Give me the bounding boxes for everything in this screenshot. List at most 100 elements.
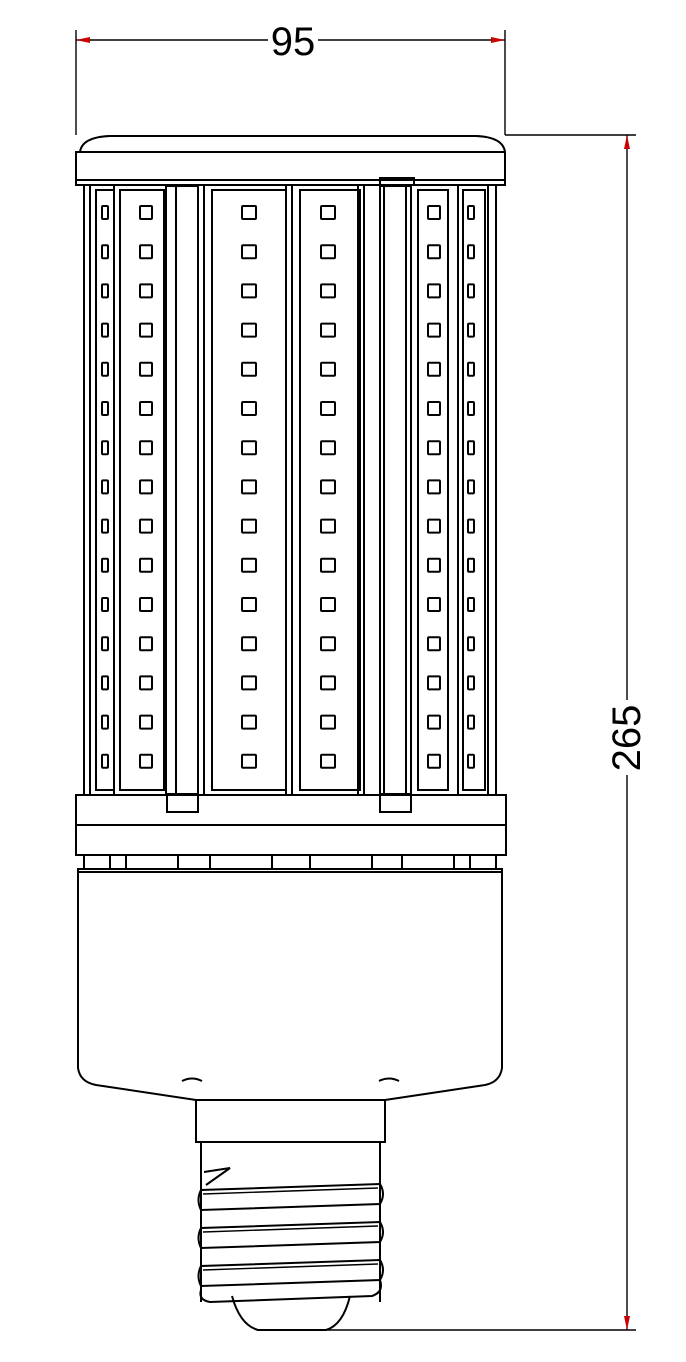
led-chip	[241, 205, 257, 220]
led-chip	[139, 244, 153, 260]
led-chip	[320, 283, 336, 299]
led-chip	[467, 244, 475, 260]
lower-clip-right	[379, 795, 412, 813]
led-chip	[241, 714, 257, 730]
led-strip-3	[211, 189, 287, 791]
led-chip	[241, 518, 257, 534]
led-chip	[139, 714, 153, 730]
led-chip	[139, 205, 153, 220]
driver-housing-outline	[77, 868, 503, 1101]
led-chip	[320, 401, 336, 416]
led-chip	[467, 479, 475, 495]
thread-ridge-2	[197, 1220, 384, 1250]
driver-housing	[77, 868, 503, 1101]
led-chip	[139, 361, 153, 377]
led-chip	[241, 675, 257, 691]
led-body-outline	[83, 184, 497, 796]
base-collar	[75, 794, 507, 870]
thread-ridge-highlight	[202, 1225, 379, 1233]
led-chip	[139, 479, 153, 495]
led-chip	[320, 440, 336, 456]
height-dimension: 265	[258, 134, 649, 1331]
led-chip	[427, 518, 441, 534]
thread-ridge-3	[197, 1258, 384, 1288]
led-chip	[427, 479, 441, 495]
led-chip	[139, 440, 153, 456]
led-chip	[467, 205, 475, 220]
led-chip	[467, 597, 475, 612]
thread-ridge-highlight	[202, 1263, 379, 1271]
screw-base	[195, 1099, 386, 1331]
led-chip	[467, 440, 475, 456]
led-chip	[139, 597, 153, 612]
led-chip	[101, 244, 109, 260]
led-chip	[320, 322, 336, 338]
led-chip	[427, 440, 441, 456]
led-chip	[427, 753, 441, 769]
base-neck	[195, 1099, 386, 1143]
led-chip	[101, 401, 109, 416]
top-cap-outline	[75, 135, 506, 186]
vent-slots	[109, 855, 471, 869]
led-chip	[320, 714, 336, 730]
led-chip	[427, 205, 441, 220]
vent-hole-left	[181, 1077, 203, 1082]
led-chip	[427, 322, 441, 338]
led-chip	[320, 205, 336, 220]
led-chip	[467, 675, 475, 691]
led-strip-6	[462, 189, 486, 791]
led-chip	[427, 244, 441, 260]
led-chip	[320, 675, 336, 691]
led-chip	[241, 557, 257, 573]
led-chip	[139, 636, 153, 652]
led-chip	[427, 636, 441, 652]
led-chip	[101, 557, 109, 573]
led-chip	[139, 283, 153, 299]
led-chip	[427, 283, 441, 299]
screw-threads	[197, 1182, 384, 1304]
width-arrow-left	[76, 37, 90, 43]
led-strip-2	[119, 189, 165, 791]
led-chip	[467, 322, 475, 338]
upper-clip	[379, 177, 415, 185]
led-chip	[241, 283, 257, 299]
vent-hole-right	[378, 1077, 400, 1082]
led-chip	[467, 401, 475, 416]
led-chip	[320, 244, 336, 260]
height-arrow-top	[624, 135, 630, 149]
led-chip	[241, 636, 257, 652]
led-chip	[241, 401, 257, 416]
led-chip	[101, 205, 109, 220]
led-chip	[139, 753, 153, 769]
led-chip	[101, 636, 109, 652]
height-dimension-label: 265	[605, 705, 649, 772]
lower-clip-left	[166, 795, 199, 813]
led-chip	[101, 597, 109, 612]
led-chip	[320, 479, 336, 495]
thread-ridge-highlight	[202, 1187, 379, 1195]
led-chip	[467, 636, 475, 652]
led-chip	[139, 518, 153, 534]
led-chip	[427, 401, 441, 416]
led-chip	[320, 518, 336, 534]
thread-start	[203, 1167, 231, 1186]
led-strip-5	[417, 189, 449, 791]
width-dimension-label: 95	[271, 20, 316, 64]
led-chip	[101, 518, 109, 534]
led-chip	[320, 361, 336, 377]
led-chip	[427, 714, 441, 730]
thread-ridge-1	[197, 1182, 384, 1212]
led-chip	[467, 714, 475, 730]
led-chip	[467, 518, 475, 534]
led-strip-1	[95, 189, 115, 791]
led-chip	[241, 597, 257, 612]
led-chip	[320, 753, 336, 769]
led-chip	[241, 244, 257, 260]
led-chip	[427, 675, 441, 691]
led-chip	[241, 440, 257, 456]
led-chip	[101, 440, 109, 456]
width-dimension: 95	[75, 20, 506, 135]
channel-1	[165, 185, 199, 795]
led-strip-4	[299, 189, 361, 791]
